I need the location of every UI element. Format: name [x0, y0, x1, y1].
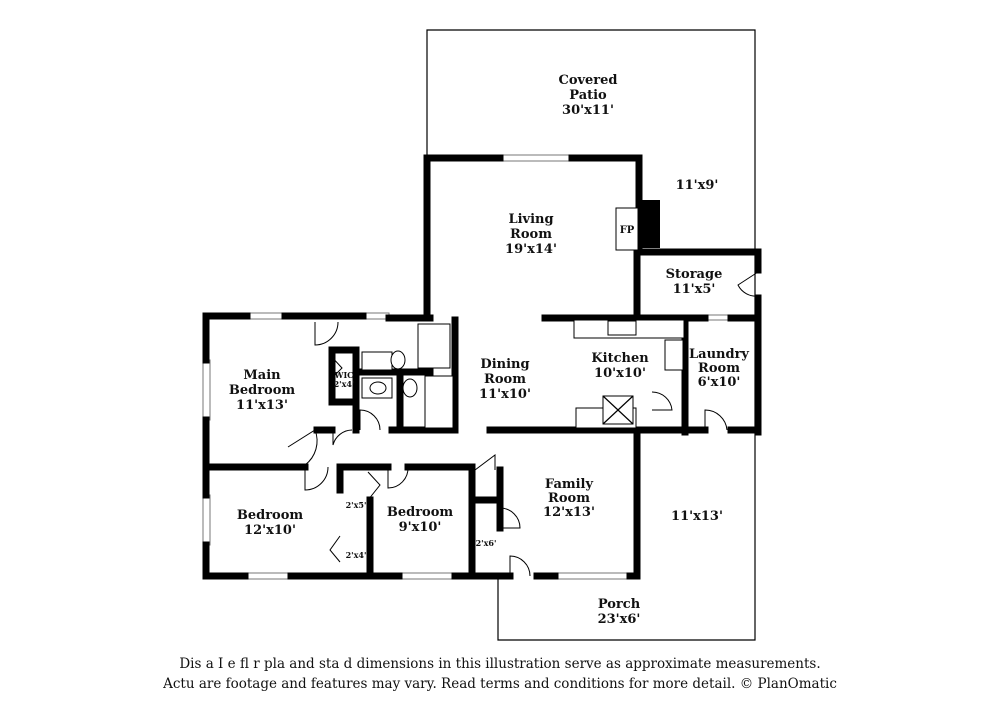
storage-name: Storage	[666, 267, 723, 282]
laundry-room-name-1: Laundry	[689, 347, 749, 362]
fireplace-label: FP	[620, 225, 635, 236]
closet-2-dims: 2'x4'	[346, 550, 367, 560]
family-room-name-1: Family	[545, 477, 594, 492]
chimney	[640, 200, 660, 248]
porch-name: Porch	[598, 597, 641, 612]
family-room-name-2: Room	[548, 491, 590, 506]
side-yard-dims: 11'x13'	[671, 509, 723, 524]
walls	[202, 154, 762, 580]
main-bedroom-name-1: Main	[243, 368, 281, 383]
disclaimer-line-1: Dis a I e fl r pla and sta d dimensions …	[179, 656, 821, 672]
sink	[369, 381, 387, 395]
kitchen-dims: 10'x10'	[594, 366, 646, 381]
bathtub	[424, 375, 454, 429]
storage-dims: 11'x5'	[673, 282, 716, 297]
bedroom-1-dims: 12'x10'	[244, 523, 296, 538]
covered-patio-dims: 30'x11'	[562, 103, 614, 118]
covered-patio-name-1: Covered	[558, 73, 617, 88]
doors	[287, 271, 759, 577]
family-room-dims: 12'x13'	[543, 505, 595, 520]
covered-patio-name-2: Patio	[569, 88, 607, 103]
disclaimer: Dis a I e fl r pla and sta d dimensions …	[0, 654, 1000, 694]
living-room-dims: 19'x14'	[505, 242, 557, 257]
kitchen-sink	[607, 320, 637, 336]
fixtures	[361, 207, 685, 429]
laundry-room-dims: 6'x10'	[698, 375, 741, 390]
patio-side-dims: 11'x9'	[676, 178, 719, 193]
porch-dims: 23'x6'	[598, 612, 641, 627]
toilet-top	[390, 350, 406, 370]
main-bedroom-name-2: Bedroom	[229, 383, 296, 398]
stove	[664, 339, 684, 371]
wic-name: WIC	[333, 370, 353, 380]
laundry-room-name-2: Room	[698, 361, 740, 376]
living-room-name-2: Room	[510, 227, 552, 242]
vanity	[361, 351, 393, 371]
closet-3-dims: 2'x6'	[476, 538, 497, 548]
bedroom-2-dims: 9'x10'	[399, 520, 442, 535]
main-bedroom-dims: 11'x13'	[236, 398, 288, 413]
bedroom-1-name: Bedroom	[237, 508, 304, 523]
dining-room-dims: 11'x10'	[479, 387, 531, 402]
dining-room-name-1: Dining	[480, 357, 529, 372]
disclaimer-line-2: Actu are footage and features may vary. …	[163, 676, 837, 692]
shower	[417, 323, 451, 369]
toilet	[402, 378, 418, 398]
room-labels: Covered Patio 30'x11' 11'x9' Living Room…	[229, 73, 750, 627]
living-room-name-1: Living	[508, 212, 553, 227]
closet-1-dims: 2'x5'	[346, 500, 367, 510]
bedroom-2-name: Bedroom	[387, 505, 454, 520]
fireplace-box	[615, 207, 639, 251]
dining-room-name-2: Room	[484, 372, 526, 387]
kitchen-name: Kitchen	[591, 351, 649, 366]
wic-dims: 2'x4'	[334, 379, 355, 389]
